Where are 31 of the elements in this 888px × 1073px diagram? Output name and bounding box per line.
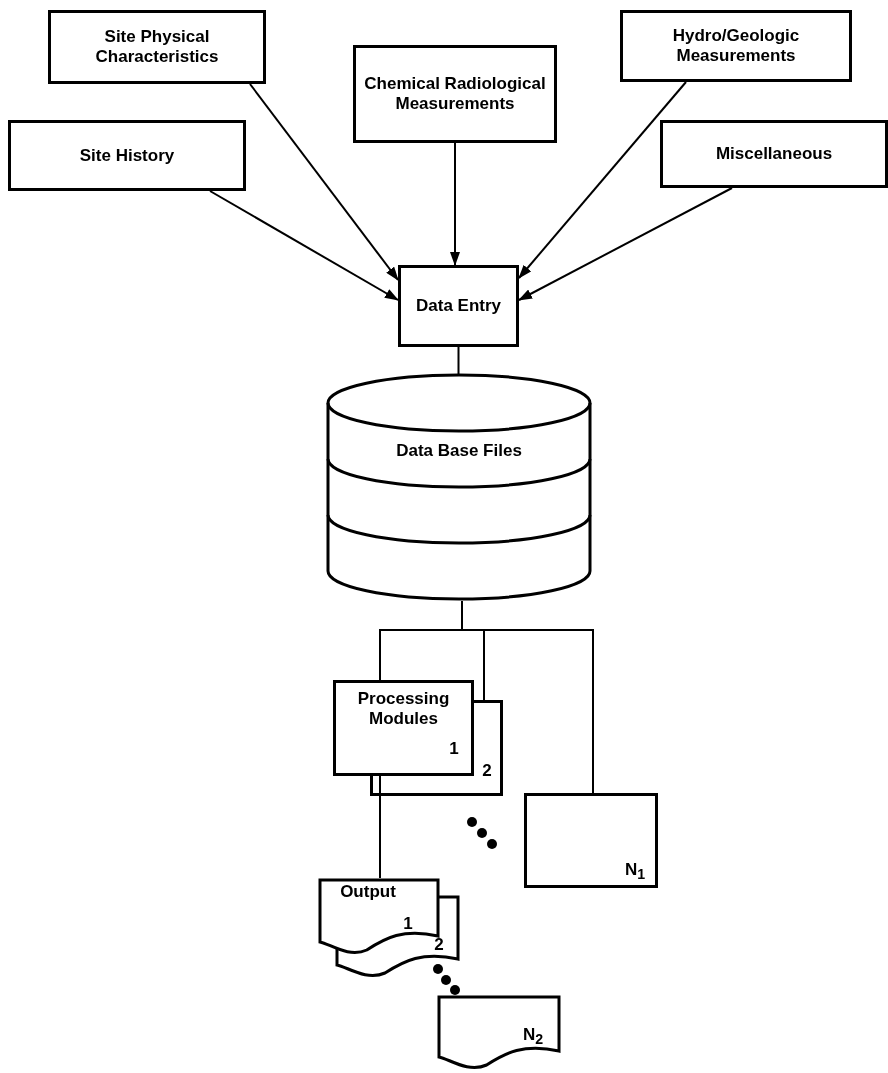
arrow [518, 187, 733, 301]
arrow [518, 81, 687, 279]
node-label: 2 [481, 761, 493, 781]
node-label: Output [339, 882, 397, 902]
node-label: N$_{2}$ [521, 1025, 545, 1048]
process-box [660, 120, 888, 188]
node-label: Site History [78, 145, 176, 166]
node-label: Data Entry [415, 296, 502, 316]
node-label: Hydro/Geologic Measurements [671, 26, 801, 66]
process-box [8, 120, 246, 191]
node-label: Site Physical Characteristics [94, 27, 220, 67]
node-label: Data Base Files [395, 441, 523, 461]
box-number: 1 [448, 739, 460, 759]
node-label: Chemical Radiological Measurements [363, 74, 547, 114]
node-label: Miscellaneous [714, 144, 834, 164]
node-label: N$_{1}$ [623, 860, 647, 883]
process-box [524, 793, 658, 888]
arrow [450, 142, 460, 266]
process-box [353, 45, 557, 143]
connector-line [379, 775, 381, 879]
arrow [249, 83, 399, 281]
stacked-box-edge [474, 700, 503, 796]
process-box [48, 10, 266, 84]
process-box [398, 265, 519, 347]
node-label: Processing Modules [356, 689, 451, 729]
node-label: 2 [433, 935, 445, 955]
process-box [620, 10, 852, 82]
connector-line [461, 600, 594, 794]
box-number: 1 [402, 914, 414, 934]
arrow [209, 190, 399, 301]
process-box [333, 680, 474, 776]
